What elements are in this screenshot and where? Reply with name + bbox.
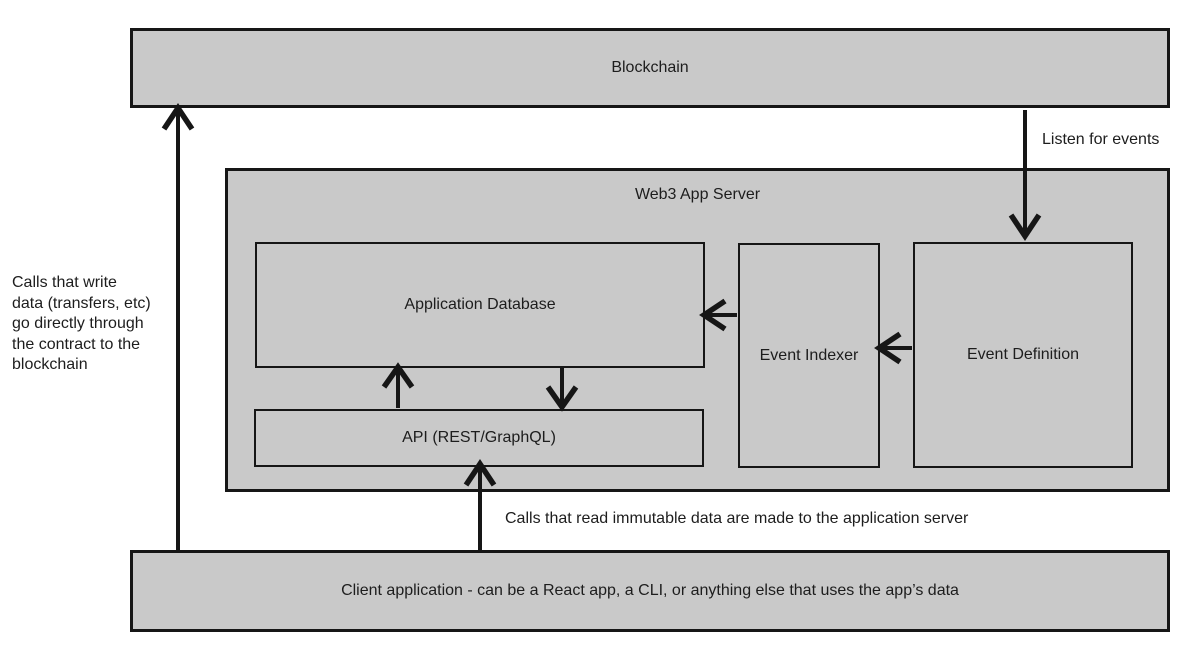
- read-calls-label: Calls that read immutable data are made …: [505, 510, 969, 527]
- write-calls-note-line: go directly through: [12, 315, 144, 332]
- web3-app-server-label: Web3 App Server: [634, 186, 761, 203]
- client-application-box: Client application - can be a React app,…: [130, 550, 1170, 632]
- event-definition-box: Event Definition: [913, 242, 1133, 468]
- listen-for-events-label: Listen for events: [1042, 131, 1160, 148]
- event-definition-label: Event Definition: [966, 346, 1080, 363]
- application-database-box: Application Database: [255, 242, 705, 368]
- event-indexer-box: Event Indexer: [738, 243, 880, 468]
- client-application-label: Client application - can be a React app,…: [341, 582, 959, 599]
- write-calls-note-line: the contract to the: [12, 335, 141, 353]
- write-calls-note: Calls that write data (transfers, etc) g…: [12, 273, 192, 376]
- blockchain-box: Blockchain: [130, 28, 1170, 108]
- write-calls-note-line: blockchain: [12, 356, 88, 373]
- application-database-label: Application Database: [404, 296, 556, 313]
- api-label: API (REST/GraphQL): [402, 429, 556, 446]
- write-calls-note-line: Calls that write: [12, 274, 117, 291]
- blockchain-label: Blockchain: [611, 59, 689, 76]
- api-box: API (REST/GraphQL): [254, 409, 704, 467]
- write-calls-note-line: data (transfers, etc): [12, 294, 151, 312]
- event-indexer-label: Event Indexer: [759, 346, 859, 364]
